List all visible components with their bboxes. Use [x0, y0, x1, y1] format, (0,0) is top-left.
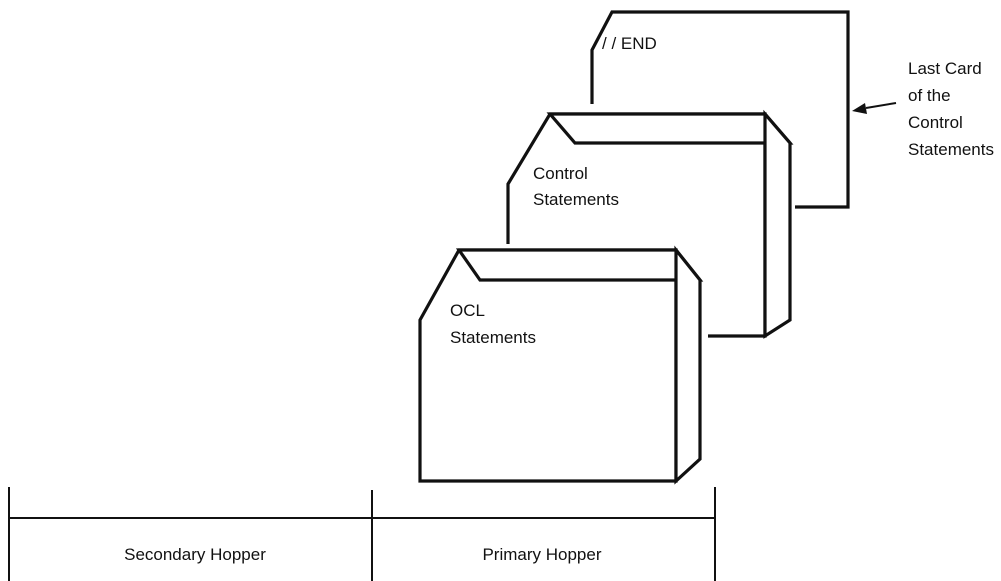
control-deck-side [763, 109, 792, 339]
control-deck-label-line2: Statements [533, 190, 619, 209]
ocl-deck-top [455, 248, 704, 282]
ocl-deck-side [674, 245, 702, 485]
control-deck-label-line1: Control [533, 164, 588, 183]
annotation-line1: Last Card [908, 59, 982, 78]
last-card-annotation: Last Card of the Control Statements [852, 59, 994, 159]
annotation-line4: Statements [908, 140, 994, 159]
annotation-arrowhead [852, 103, 867, 114]
annotation-line3: Control [908, 113, 963, 132]
ocl-deck-front [418, 248, 678, 483]
secondary-hopper-label: Secondary Hopper [124, 545, 266, 564]
primary-hopper-label: Primary Hopper [482, 545, 601, 564]
ocl-statements-deck: OCL Statements [418, 245, 704, 485]
annotation-arrow-line [865, 102, 897, 109]
ocl-deck-label-line1: OCL [450, 301, 485, 320]
end-card-label: / / END [602, 34, 657, 53]
hoppers: Secondary Hopper Primary Hopper [8, 487, 716, 581]
control-deck-top [546, 112, 794, 145]
annotation-line2: of the [908, 86, 951, 105]
ocl-deck-label-line2: Statements [450, 328, 536, 347]
